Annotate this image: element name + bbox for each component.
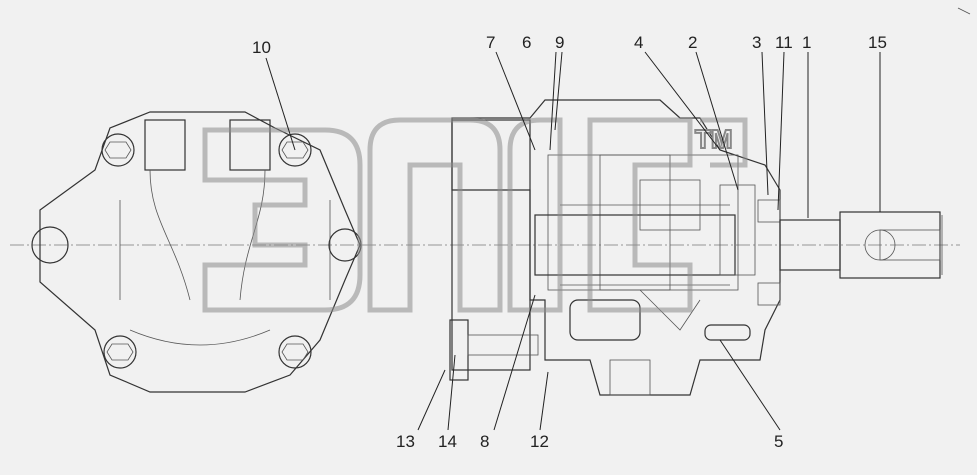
bolt-head xyxy=(278,133,312,167)
watermark-logo: TM xyxy=(202,117,748,313)
callout-7: 7 xyxy=(486,33,495,52)
callout-10: 10 xyxy=(252,38,271,57)
callout-14: 14 xyxy=(438,432,457,451)
bolt-head xyxy=(101,133,135,167)
callout-2: 2 xyxy=(688,33,697,52)
leader-lines xyxy=(265,51,881,431)
end-cover-view xyxy=(10,111,960,393)
callout-5: 5 xyxy=(774,432,783,451)
callout-11: 11 xyxy=(775,33,793,52)
callout-9: 9 xyxy=(555,33,564,52)
shaft xyxy=(779,211,943,279)
pump-section-view xyxy=(449,99,781,396)
callout-13: 13 xyxy=(396,432,415,451)
bolt-heads xyxy=(101,133,312,369)
callout-4: 4 xyxy=(634,33,643,52)
callout-8: 8 xyxy=(480,432,489,451)
callout-15: 15 xyxy=(868,33,887,52)
callout-6: 6 xyxy=(522,33,531,52)
callouts: 10 7 6 9 4 2 3 11 1 15 13 14 8 12 5 xyxy=(252,33,887,451)
corner-mark xyxy=(957,7,971,15)
callout-12: 12 xyxy=(530,432,549,451)
callout-1: 1 xyxy=(802,33,811,52)
bolt-head xyxy=(103,335,137,369)
callout-3: 3 xyxy=(752,33,761,52)
bolt-head xyxy=(278,335,312,369)
watermark-trademark: TM xyxy=(695,124,733,154)
